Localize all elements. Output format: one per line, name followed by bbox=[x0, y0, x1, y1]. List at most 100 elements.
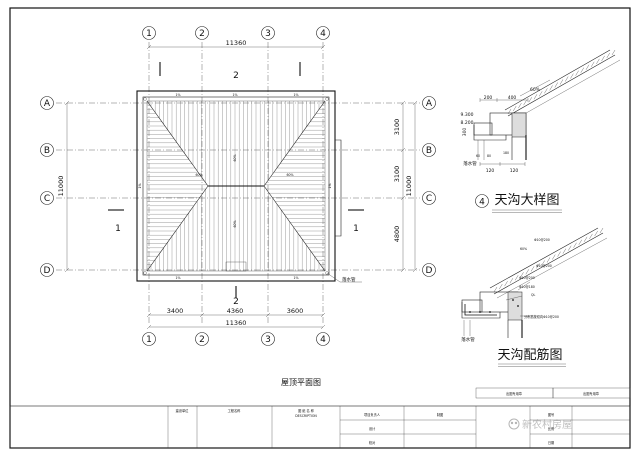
svg-text:4: 4 bbox=[479, 198, 485, 208]
svg-text:3600: 3600 bbox=[287, 307, 304, 315]
svg-text:日期: 日期 bbox=[548, 440, 554, 445]
section-mark-bottom: 2 bbox=[233, 286, 239, 307]
svg-text:项目负责人: 项目负责人 bbox=[364, 412, 381, 417]
grid-bubble-left-d: D bbox=[40, 263, 54, 277]
axis-lines bbox=[56, 42, 420, 325]
grid-bubble-bottom-1: 1 bbox=[142, 332, 156, 346]
svg-text:120: 120 bbox=[510, 168, 519, 174]
svg-text:落水管: 落水管 bbox=[463, 160, 477, 167]
svg-text:9.300: 9.300 bbox=[461, 112, 474, 118]
svg-text:A: A bbox=[426, 99, 433, 109]
grid-bubble-top-4: 4 bbox=[316, 26, 330, 40]
svg-text:分布筋按双向Φ10@200: 分布筋按双向Φ10@200 bbox=[524, 314, 559, 319]
svg-text:工程名称: 工程名称 bbox=[228, 408, 242, 413]
grid-bubble-bottom-3: 3 bbox=[261, 332, 275, 346]
svg-text:1: 1 bbox=[353, 224, 359, 234]
svg-text:QL: QL bbox=[531, 293, 536, 297]
svg-text:落水管: 落水管 bbox=[342, 276, 356, 283]
svg-text:B: B bbox=[426, 146, 432, 156]
svg-text:400: 400 bbox=[508, 95, 517, 101]
svg-text:1%: 1% bbox=[232, 93, 237, 97]
svg-text:落水管: 落水管 bbox=[461, 336, 475, 343]
svg-text:2: 2 bbox=[233, 71, 239, 81]
dimension-bottom-segments: 3400 4360 3600 bbox=[146, 307, 326, 318]
svg-text:图 纸 名 称: 图 纸 名 称 bbox=[298, 408, 315, 413]
svg-text:1: 1 bbox=[146, 29, 152, 39]
svg-text:出图专用章: 出图专用章 bbox=[583, 391, 600, 396]
grid-bubble-right-b: B bbox=[422, 143, 436, 157]
svg-text:4: 4 bbox=[320, 335, 326, 345]
roof-tiles-detail bbox=[507, 49, 616, 115]
svg-text:180: 180 bbox=[503, 151, 509, 155]
svg-text:2: 2 bbox=[233, 297, 239, 307]
svg-text:1: 1 bbox=[115, 224, 121, 234]
grid-bubble-left-a: A bbox=[40, 96, 54, 110]
svg-text:80: 80 bbox=[487, 154, 491, 158]
dimension-top: 11360 bbox=[146, 39, 326, 50]
svg-text:3100: 3100 bbox=[393, 119, 401, 136]
grid-bubble-right-d: D bbox=[422, 263, 436, 277]
svg-text:D: D bbox=[44, 266, 51, 276]
svg-text:4: 4 bbox=[320, 29, 326, 39]
svg-text:8.200: 8.200 bbox=[461, 120, 474, 126]
section-mark-left: 1 bbox=[108, 209, 124, 234]
title-block: 出图专用章 出图专用章 建设单位 工程名称 图 纸 名 称 DESCRIPTIO… bbox=[9, 387, 631, 449]
svg-text:60%: 60% bbox=[530, 87, 541, 93]
section-mark-top: 2 bbox=[159, 62, 301, 81]
svg-text:Φ10@200: Φ10@200 bbox=[536, 264, 552, 268]
svg-text:120: 120 bbox=[486, 168, 495, 174]
svg-text:建设单位: 建设单位 bbox=[176, 408, 190, 413]
svg-text:制图: 制图 bbox=[437, 412, 443, 417]
svg-text:DESCRIPTION: DESCRIPTION bbox=[295, 414, 317, 418]
svg-text:1%: 1% bbox=[138, 183, 142, 188]
svg-text:C: C bbox=[426, 194, 432, 204]
grid-bubble-left-c: C bbox=[40, 191, 54, 205]
grid-bubble-top-2: 2 bbox=[195, 26, 209, 40]
svg-text:Φ10@200: Φ10@200 bbox=[519, 276, 535, 280]
svg-text:天沟大样图: 天沟大样图 bbox=[494, 193, 559, 208]
svg-text:1: 1 bbox=[146, 335, 152, 345]
section-mark-right: 1 bbox=[348, 209, 364, 234]
svg-text:1%: 1% bbox=[293, 93, 298, 97]
svg-text:11360: 11360 bbox=[226, 319, 247, 327]
roof-plan: 60% 60% 60% 60% 1% 1% 1% 1% 1% 1% 1% bbox=[136, 90, 342, 282]
plan-downpipe-leader: 落水管 bbox=[326, 272, 362, 283]
dimension-right-total: 11000 bbox=[405, 100, 418, 273]
svg-text:3: 3 bbox=[265, 29, 271, 39]
svg-text:60%: 60% bbox=[233, 154, 237, 161]
grid-bubble-right-c: C bbox=[422, 191, 436, 205]
svg-text:200: 200 bbox=[484, 95, 493, 101]
svg-text:3100: 3100 bbox=[393, 166, 401, 183]
gutter-reinforcement-detail: Φ10@200 60% Φ10@200 Φ10@200 Φ10@180 QL 分… bbox=[461, 227, 608, 367]
grid-bubble-left-b: B bbox=[40, 143, 54, 157]
grid-bubble-bottom-4: 4 bbox=[316, 332, 330, 346]
svg-text:Φ10@180: Φ10@180 bbox=[519, 285, 535, 289]
svg-text:D: D bbox=[426, 266, 433, 276]
svg-text:1%: 1% bbox=[328, 183, 332, 188]
roof-tile-hatching bbox=[147, 101, 325, 271]
svg-text:B: B bbox=[44, 146, 50, 156]
dimension-right-segments: 3100 3100 4800 bbox=[393, 100, 406, 273]
svg-text:60%: 60% bbox=[286, 173, 293, 177]
roof-plan-title: 屋顶平面图 bbox=[281, 378, 321, 387]
roof-tiles-reinforcement bbox=[493, 227, 604, 293]
svg-text:1%: 1% bbox=[175, 93, 180, 97]
svg-text:A: A bbox=[44, 99, 51, 109]
grid-bubble-top-3: 3 bbox=[261, 26, 275, 40]
svg-text:60%: 60% bbox=[195, 173, 202, 177]
svg-text:2: 2 bbox=[199, 29, 205, 39]
grid-bubble-right-a: A bbox=[422, 96, 436, 110]
svg-text:2: 2 bbox=[199, 335, 205, 345]
svg-text:11000: 11000 bbox=[57, 176, 65, 197]
svg-text:1%: 1% bbox=[175, 276, 180, 280]
svg-text:60%: 60% bbox=[233, 220, 237, 227]
svg-text:校对: 校对 bbox=[369, 440, 376, 445]
svg-text:Φ10@200: Φ10@200 bbox=[534, 238, 550, 242]
svg-text:新农村房屋: 新农村房屋 bbox=[522, 418, 572, 431]
svg-text:60%: 60% bbox=[520, 247, 527, 251]
svg-text:11000: 11000 bbox=[405, 176, 413, 197]
svg-text:300: 300 bbox=[462, 128, 468, 137]
svg-text:11360: 11360 bbox=[226, 39, 247, 47]
svg-text:出图专用章: 出图专用章 bbox=[506, 391, 523, 396]
